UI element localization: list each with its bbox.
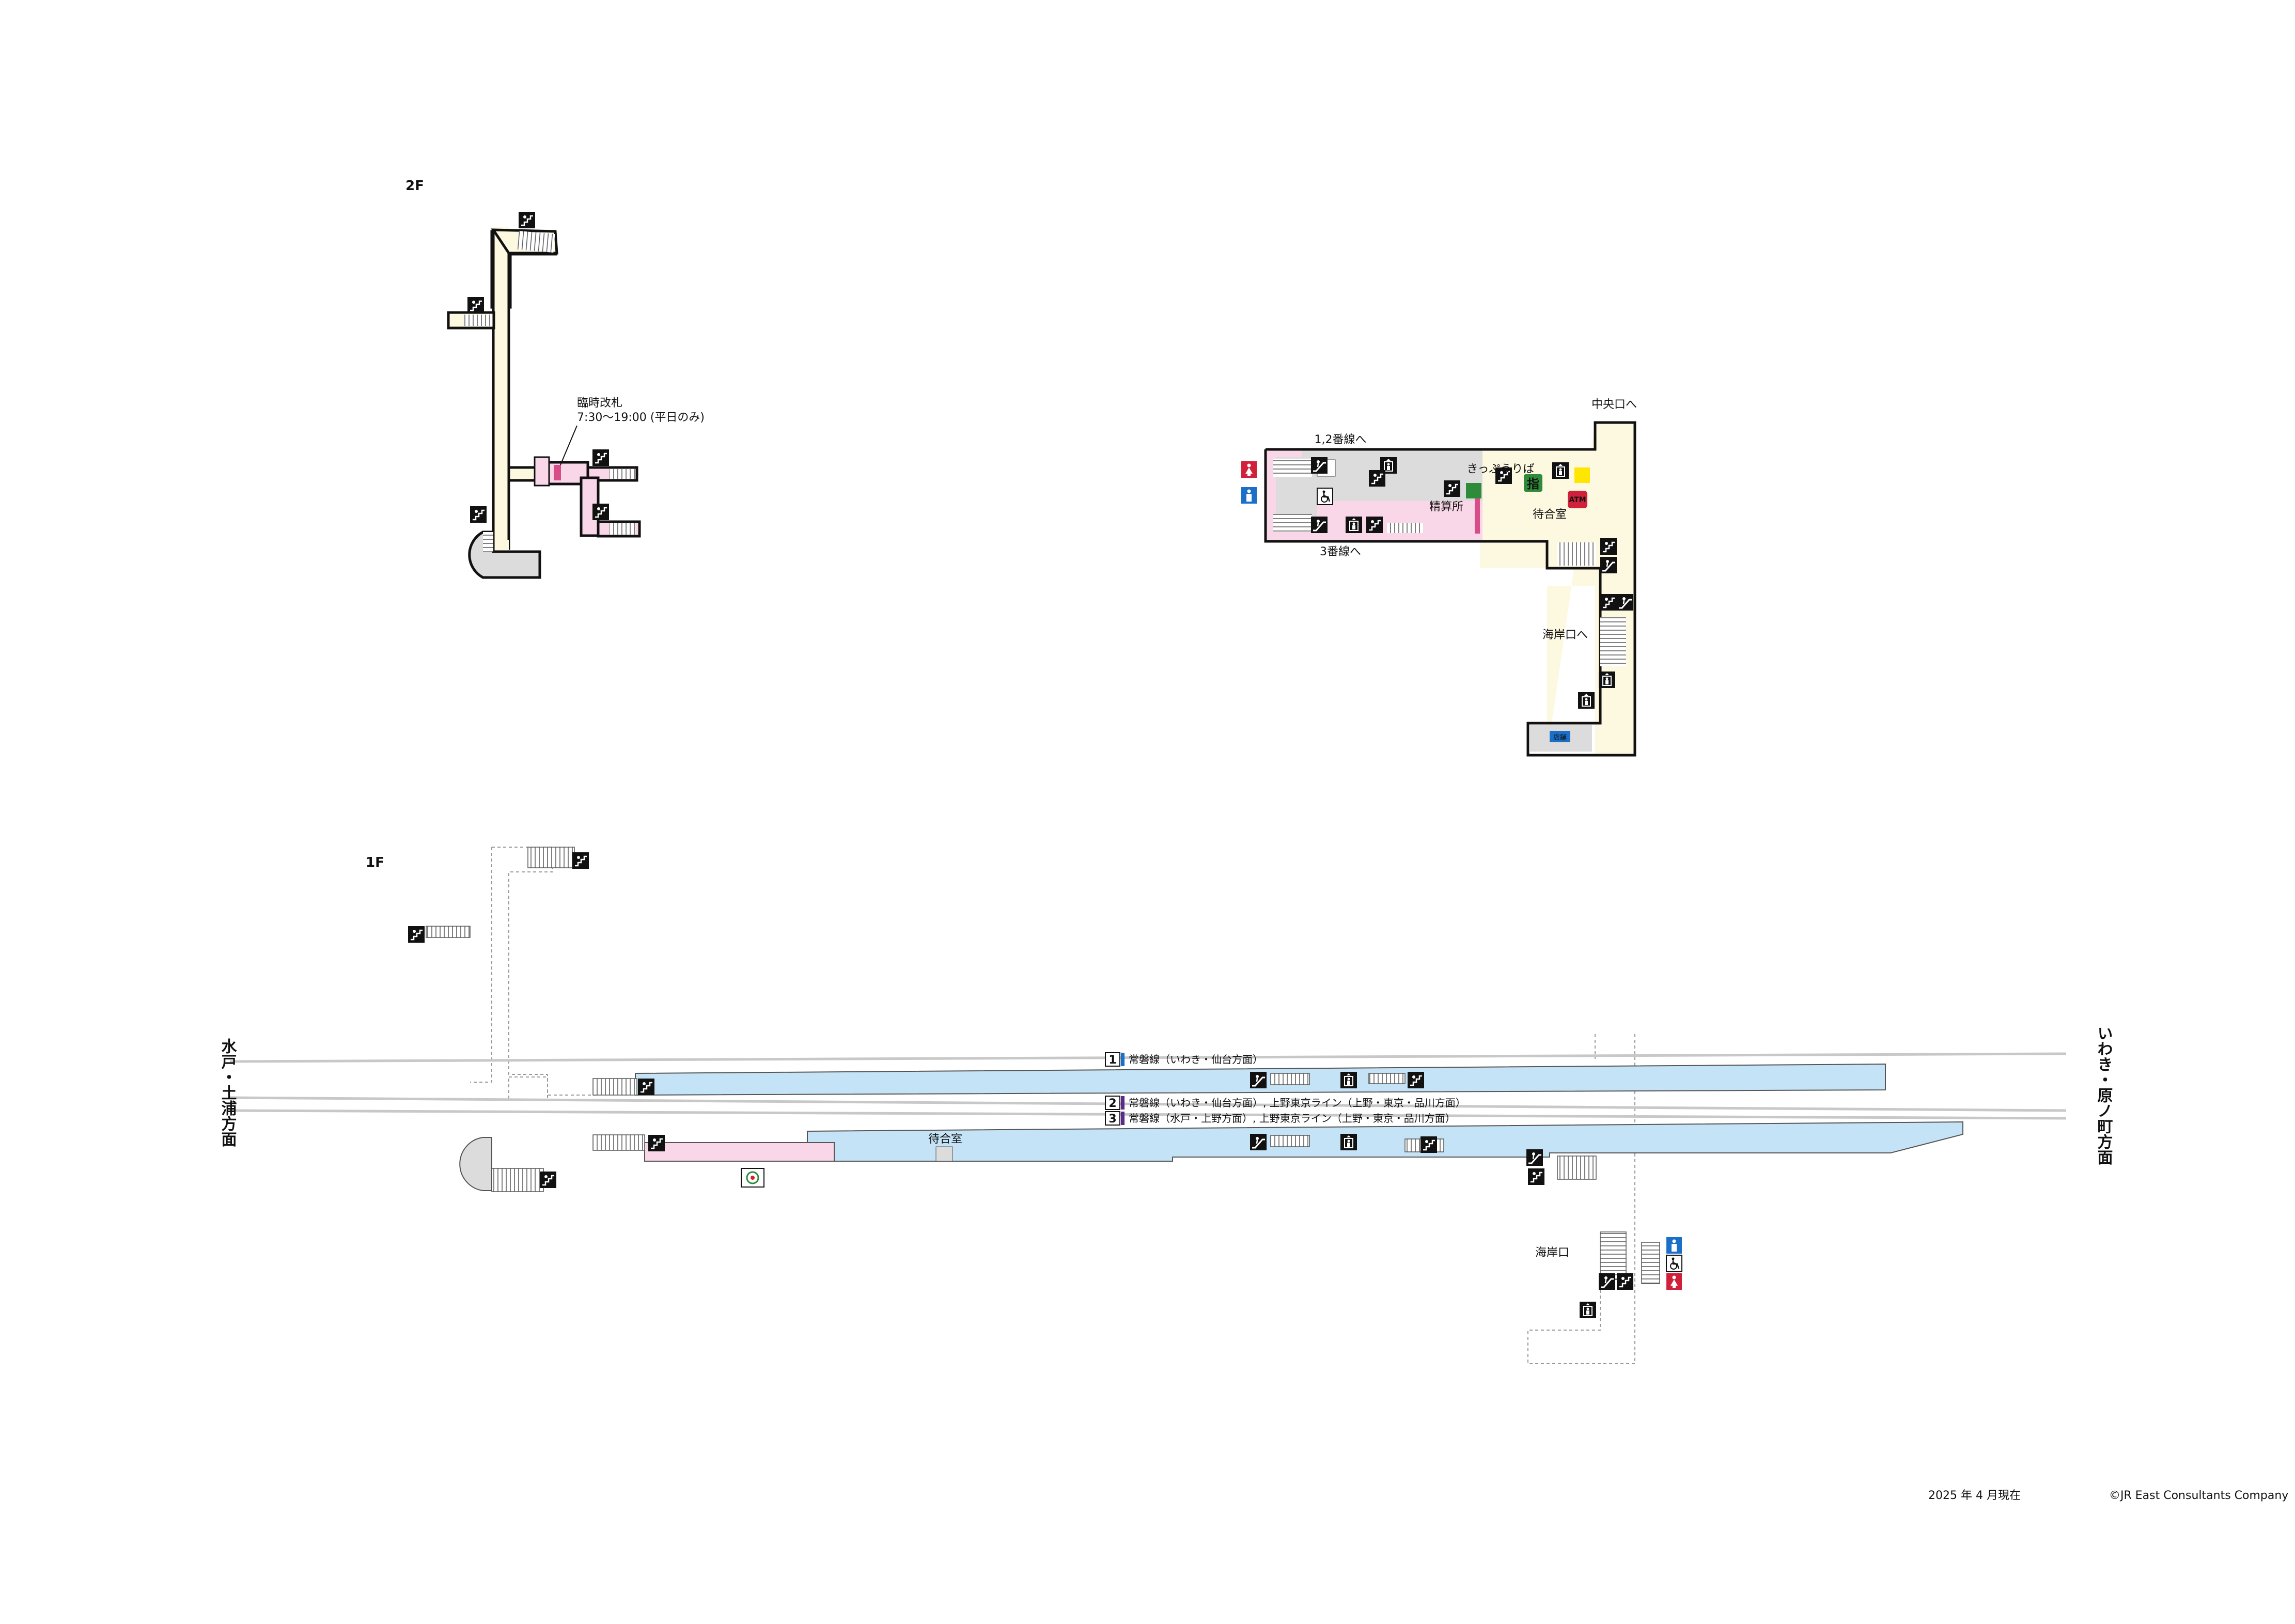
escalator-icon <box>1249 1133 1268 1151</box>
stairs-icon <box>1407 1071 1425 1089</box>
ticket-area-label: きっぷうりば <box>1466 463 1534 476</box>
track-label-2: 2 常磐線（いわき・仙台方面）, 上野東京ライン（上野・東京・品川方面） <box>1105 1096 1466 1110</box>
stairs-icon <box>1599 537 1618 556</box>
escalator-icon <box>1616 593 1634 612</box>
waiting-room-1f-label: 待合室 <box>928 1133 962 1146</box>
stairs-icon <box>1365 516 1384 534</box>
stairs-icon <box>518 211 536 229</box>
female-toilet-icon <box>1666 1273 1682 1290</box>
floor-2f-west-bridge <box>447 227 641 579</box>
svg-text:常磐線（いわき・仙台方面）: 常磐線（いわき・仙台方面） <box>1129 1053 1263 1066</box>
stairs-icon <box>1443 479 1461 498</box>
stairs-icon <box>1527 1167 1545 1186</box>
svg-text:2: 2 <box>1109 1097 1116 1110</box>
elevator-icon <box>1579 1301 1597 1319</box>
waiting-room-1f <box>935 1146 953 1162</box>
stairs-icon <box>469 505 488 524</box>
aed-icon <box>741 1168 764 1188</box>
footer-date: 2025 年 4 月現在 <box>1928 1489 2021 1502</box>
floor-label-2f: 2F <box>405 178 424 194</box>
fare-adjust-label: 精算所 <box>1429 501 1463 513</box>
to-platform-12-label: 1,2番線へ <box>1315 433 1367 446</box>
atm-label: ATM <box>1569 496 1586 504</box>
escalator-icon <box>1249 1071 1268 1089</box>
stairs-icon <box>1616 1272 1634 1291</box>
stairs-icon <box>1599 593 1618 612</box>
svg-text:常磐線（いわき・仙台方面）, 上野東京ライン（上野・東京・品: 常磐線（いわき・仙台方面）, 上野東京ライン（上野・東京・品川方面） <box>1129 1097 1466 1109</box>
elevator-icon <box>1340 1071 1357 1089</box>
stairs-icon <box>591 503 610 521</box>
stairs-icon <box>466 296 485 315</box>
rail-tracks <box>229 1052 2067 1120</box>
stairs-icon <box>571 851 590 870</box>
stairs-icon <box>637 1078 655 1096</box>
wheelchair-icon <box>1316 487 1334 506</box>
wheelchair-icon <box>1665 1254 1683 1273</box>
to-central-exit-label: 中央口へ <box>1591 398 1637 411</box>
svg-text:1: 1 <box>1109 1054 1116 1067</box>
stairs-icon <box>407 925 426 944</box>
escalator-icon <box>1525 1148 1544 1167</box>
locker-icon <box>1598 671 1616 689</box>
seaside-exit-label: 海岸口 <box>1535 1246 1569 1259</box>
fare-adjust-icon <box>1466 483 1481 498</box>
footer-copyright: ©JR East Consultants Company <box>2109 1489 2288 1502</box>
locker-icon <box>1552 462 1569 479</box>
platform-3-pink-area <box>644 1142 835 1162</box>
temp-gate-title: 臨時改札 <box>577 397 622 410</box>
female-toilet-icon <box>1241 461 1257 478</box>
to-platform-3-label: 3番線へ <box>1320 545 1361 558</box>
atm-booth <box>1568 491 1587 508</box>
reserved-seat-office <box>1524 474 1542 492</box>
male-toilet-icon <box>1241 487 1257 504</box>
stairs-icon <box>591 448 610 467</box>
track-label-1: 1 常磐線（いわき・仙台方面） <box>1105 1052 1263 1067</box>
svg-text:3: 3 <box>1109 1113 1116 1126</box>
stairs-icon <box>539 1170 557 1189</box>
direction-left-label: 水戸・土浦方面 <box>218 1038 237 1147</box>
direction-right-label: いわき・原ノ町方面 <box>2095 1025 2113 1165</box>
stairs-icon <box>647 1134 666 1152</box>
floor-label-1f: 1F <box>366 855 384 870</box>
elevator-icon <box>1340 1133 1357 1151</box>
stairs-icon <box>1368 469 1386 488</box>
escalator-icon <box>1310 456 1329 475</box>
stairs-icon <box>1419 1135 1438 1154</box>
shop-label: 店舗 <box>1553 734 1567 742</box>
to-seaside-exit-label: 海岸口へ <box>1542 629 1588 642</box>
track-label-3: 3 常磐線（水戸・上野方面）, 上野東京ライン（上野・東京・品川方面） <box>1105 1111 1456 1126</box>
escalator-icon <box>1598 1272 1616 1291</box>
elevator-icon <box>1345 516 1363 534</box>
escalator-icon <box>1599 556 1618 574</box>
svg-text:常磐線（水戸・上野方面）, 上野東京ライン（上野・東京・品川: 常磐線（水戸・上野方面）, 上野東京ライン（上野・東京・品川方面） <box>1129 1112 1456 1125</box>
temp-gate-hours: 7:30～19:00 (平日のみ) <box>577 411 705 424</box>
escalator-icon <box>1310 516 1329 534</box>
store-icon <box>1574 467 1590 483</box>
elevator-icon <box>1578 692 1595 709</box>
platform-3 <box>807 1121 1963 1162</box>
male-toilet-icon <box>1666 1237 1682 1254</box>
waiting-room-2f-label: 待合室 <box>1533 508 1567 521</box>
reserved-seat-label: 指 <box>1527 477 1539 491</box>
